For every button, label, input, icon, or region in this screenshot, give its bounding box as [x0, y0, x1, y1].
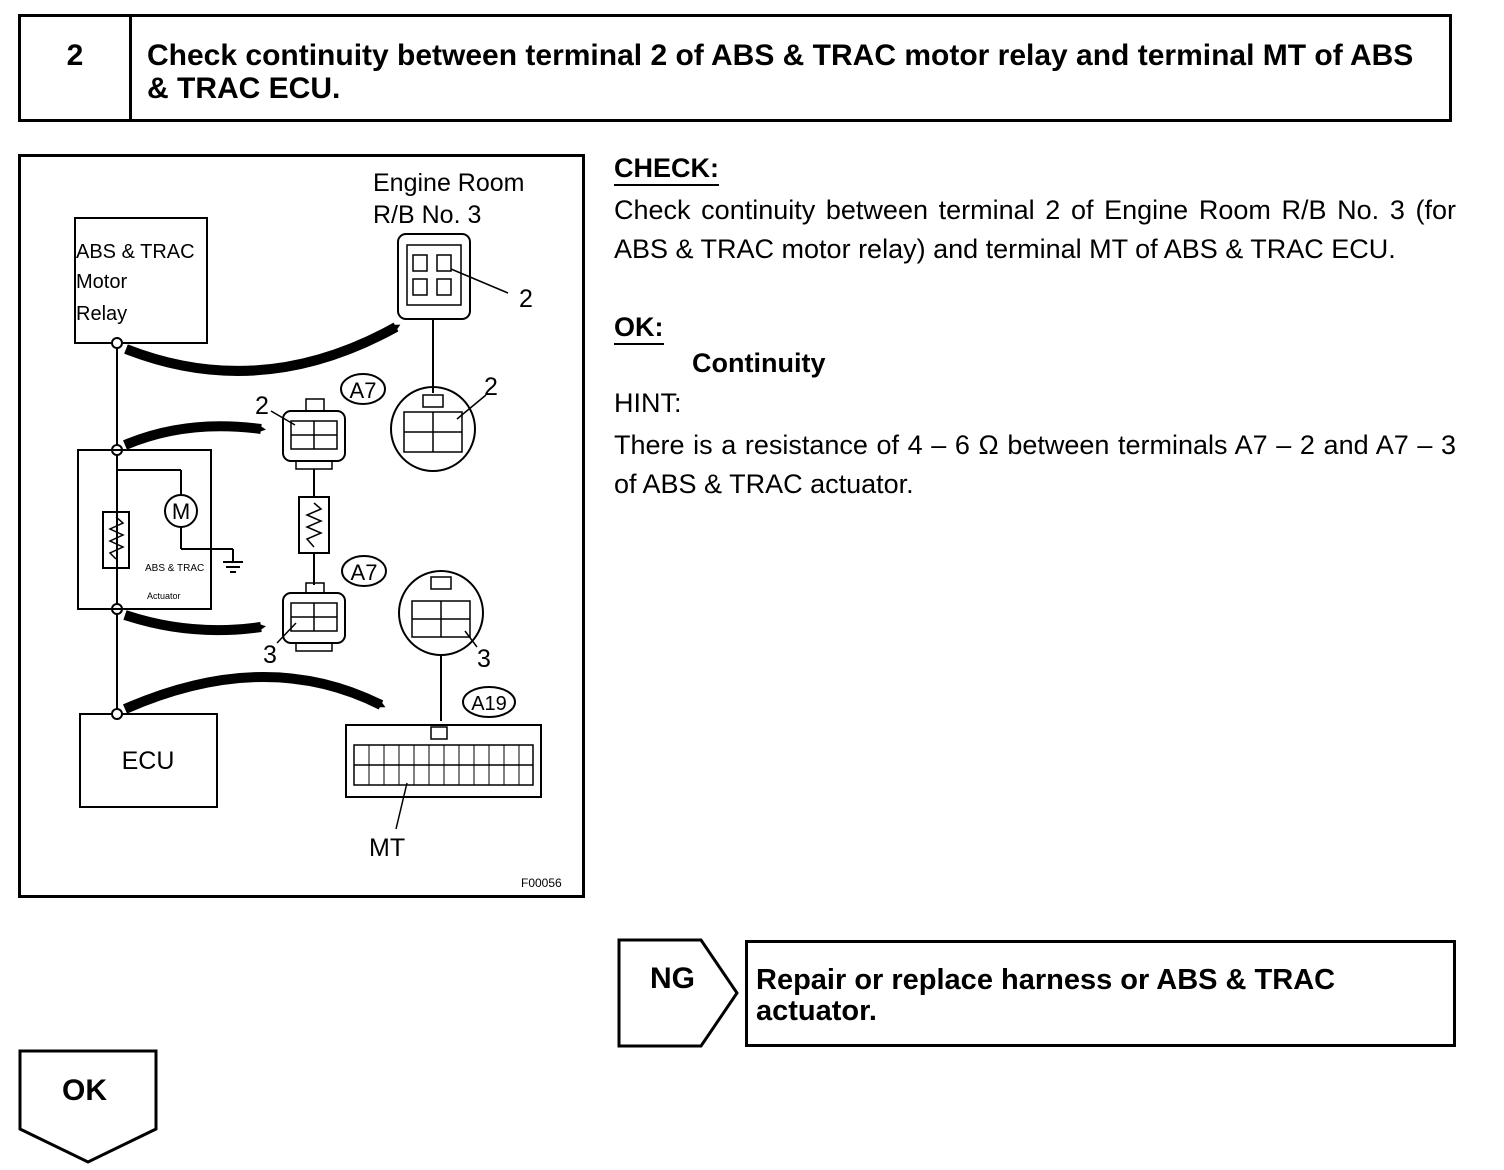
motor-relay-box: [74, 217, 208, 344]
actuator-label-1: ABS & TRAC: [145, 563, 204, 574]
relay-label-3: Relay: [76, 303, 127, 325]
a19-label: A19: [471, 693, 507, 715]
a7-badge-top: [340, 373, 386, 405]
a19-badge: [462, 686, 516, 718]
step-number: 2: [21, 17, 132, 119]
motor-symbol: M: [172, 499, 190, 524]
ok-label: OK:: [614, 311, 664, 345]
a7-label-top: A7: [350, 378, 377, 403]
relay-label-2: Motor: [76, 271, 127, 293]
arrow-to-rb: [124, 322, 401, 376]
node-relay: [111, 337, 123, 349]
rb-terminal-2: 2: [519, 285, 533, 313]
ok-flow-label: OK: [62, 1074, 107, 1107]
ok-value: Continuity: [692, 348, 826, 378]
a7-left-terminal-2: 2: [255, 392, 269, 420]
rb-socket: [397, 233, 471, 320]
ecu-box: [79, 713, 218, 808]
actuator-label-2: Actuator: [147, 591, 181, 601]
arrow-to-ecu: [122, 671, 386, 714]
wiring-diagram: Engine Room R/B No. 3 ABS & TRAC Motor R…: [18, 154, 585, 898]
figure-code: F00056: [521, 876, 562, 890]
hint-text: There is a resistance of 4 – 6 Ω between…: [614, 430, 1456, 499]
a7-right-terminal-2: 2: [484, 373, 498, 401]
diagram-drawing: Engine Room R/B No. 3 ABS & TRAC Motor R…: [74, 169, 562, 890]
a7-badge-bottom: [341, 555, 387, 587]
resistor-icon: [102, 511, 130, 569]
ng-label: NG: [650, 962, 695, 995]
hint-label: HINT:: [614, 388, 682, 418]
mt-terminal-label: MT: [369, 834, 405, 862]
ecu-label: ECU: [122, 747, 175, 775]
engine-room-label: Engine Room: [373, 169, 524, 197]
step-header: 2 Check continuity between terminal 2 of…: [18, 14, 1452, 122]
a7-round-connector-2: [390, 386, 476, 472]
ng-action-text: Repair or replace harness or ABS & TRAC …: [756, 964, 1336, 1027]
arrow-to-a7-3: [123, 610, 266, 636]
ecu-connector-a19: [345, 724, 542, 798]
node-ecu: [111, 708, 123, 720]
ok-arrow-icon: [18, 1049, 158, 1164]
ng-action-box: Repair or replace harness or ABS & TRAC …: [745, 940, 1456, 1047]
relay-label-1: ABS & TRAC: [76, 241, 195, 263]
check-text: Check continuity between terminal 2 of E…: [614, 195, 1456, 264]
a7-left-terminal-3: 3: [263, 641, 277, 669]
ng-arrow-icon: [617, 938, 739, 1048]
step-title: Check continuity between terminal 2 of A…: [147, 39, 1414, 105]
a7-label-bottom: A7: [351, 560, 378, 585]
a7-right-terminal-3: 3: [477, 645, 491, 673]
a7-resistor-icon: [298, 496, 330, 554]
arrow-to-a7-2: [123, 421, 266, 450]
rb-no3-label: R/B No. 3: [373, 201, 481, 229]
check-label: CHECK:: [614, 152, 719, 186]
actuator-box: [77, 449, 212, 610]
